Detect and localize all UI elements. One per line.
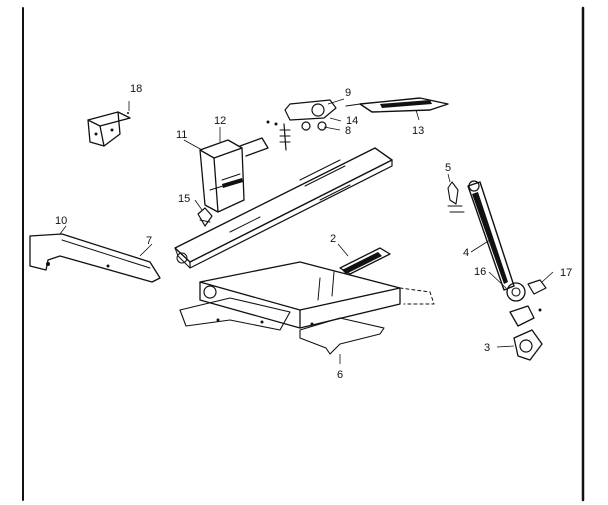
lower-base-frame <box>179 261 401 355</box>
part-18-bracket <box>87 111 131 147</box>
part-labels: 18 12 11 9 14 8 13 15 10 7 2 5 4 16 17 3… <box>55 83 572 381</box>
label-part-11: 11 <box>176 129 187 141</box>
label-part-4: 4 <box>463 247 469 259</box>
label-part-6: 6 <box>337 369 343 381</box>
leader-lines <box>59 98 554 364</box>
label-part-7: 7 <box>146 235 152 247</box>
part-11-12-upright-block <box>199 137 269 213</box>
part-15-clip <box>197 207 213 227</box>
label-part-10: 10 <box>55 215 67 227</box>
part-14-screw-assembly <box>266 99 337 151</box>
label-part-12: 12 <box>214 115 226 127</box>
label-part-18: 18 <box>130 83 142 95</box>
label-part-3: 3 <box>484 342 490 354</box>
label-part-15: 15 <box>178 193 190 205</box>
part-13-lever <box>345 97 449 113</box>
part-2-spring <box>317 247 391 301</box>
right-shaft-assembly <box>447 180 547 361</box>
label-part-13: 13 <box>412 125 424 137</box>
label-part-8: 8 <box>345 125 351 137</box>
label-part-9: 9 <box>345 87 351 99</box>
main-plate <box>174 147 393 269</box>
label-part-14: 14 <box>346 115 358 127</box>
label-part-2: 2 <box>330 233 336 245</box>
base-right-bracket <box>399 287 435 305</box>
label-part-16: 16 <box>474 266 486 278</box>
label-part-5: 5 <box>445 162 451 174</box>
part-10-7-side-rail <box>29 233 161 283</box>
label-part-17: 17 <box>560 267 572 279</box>
